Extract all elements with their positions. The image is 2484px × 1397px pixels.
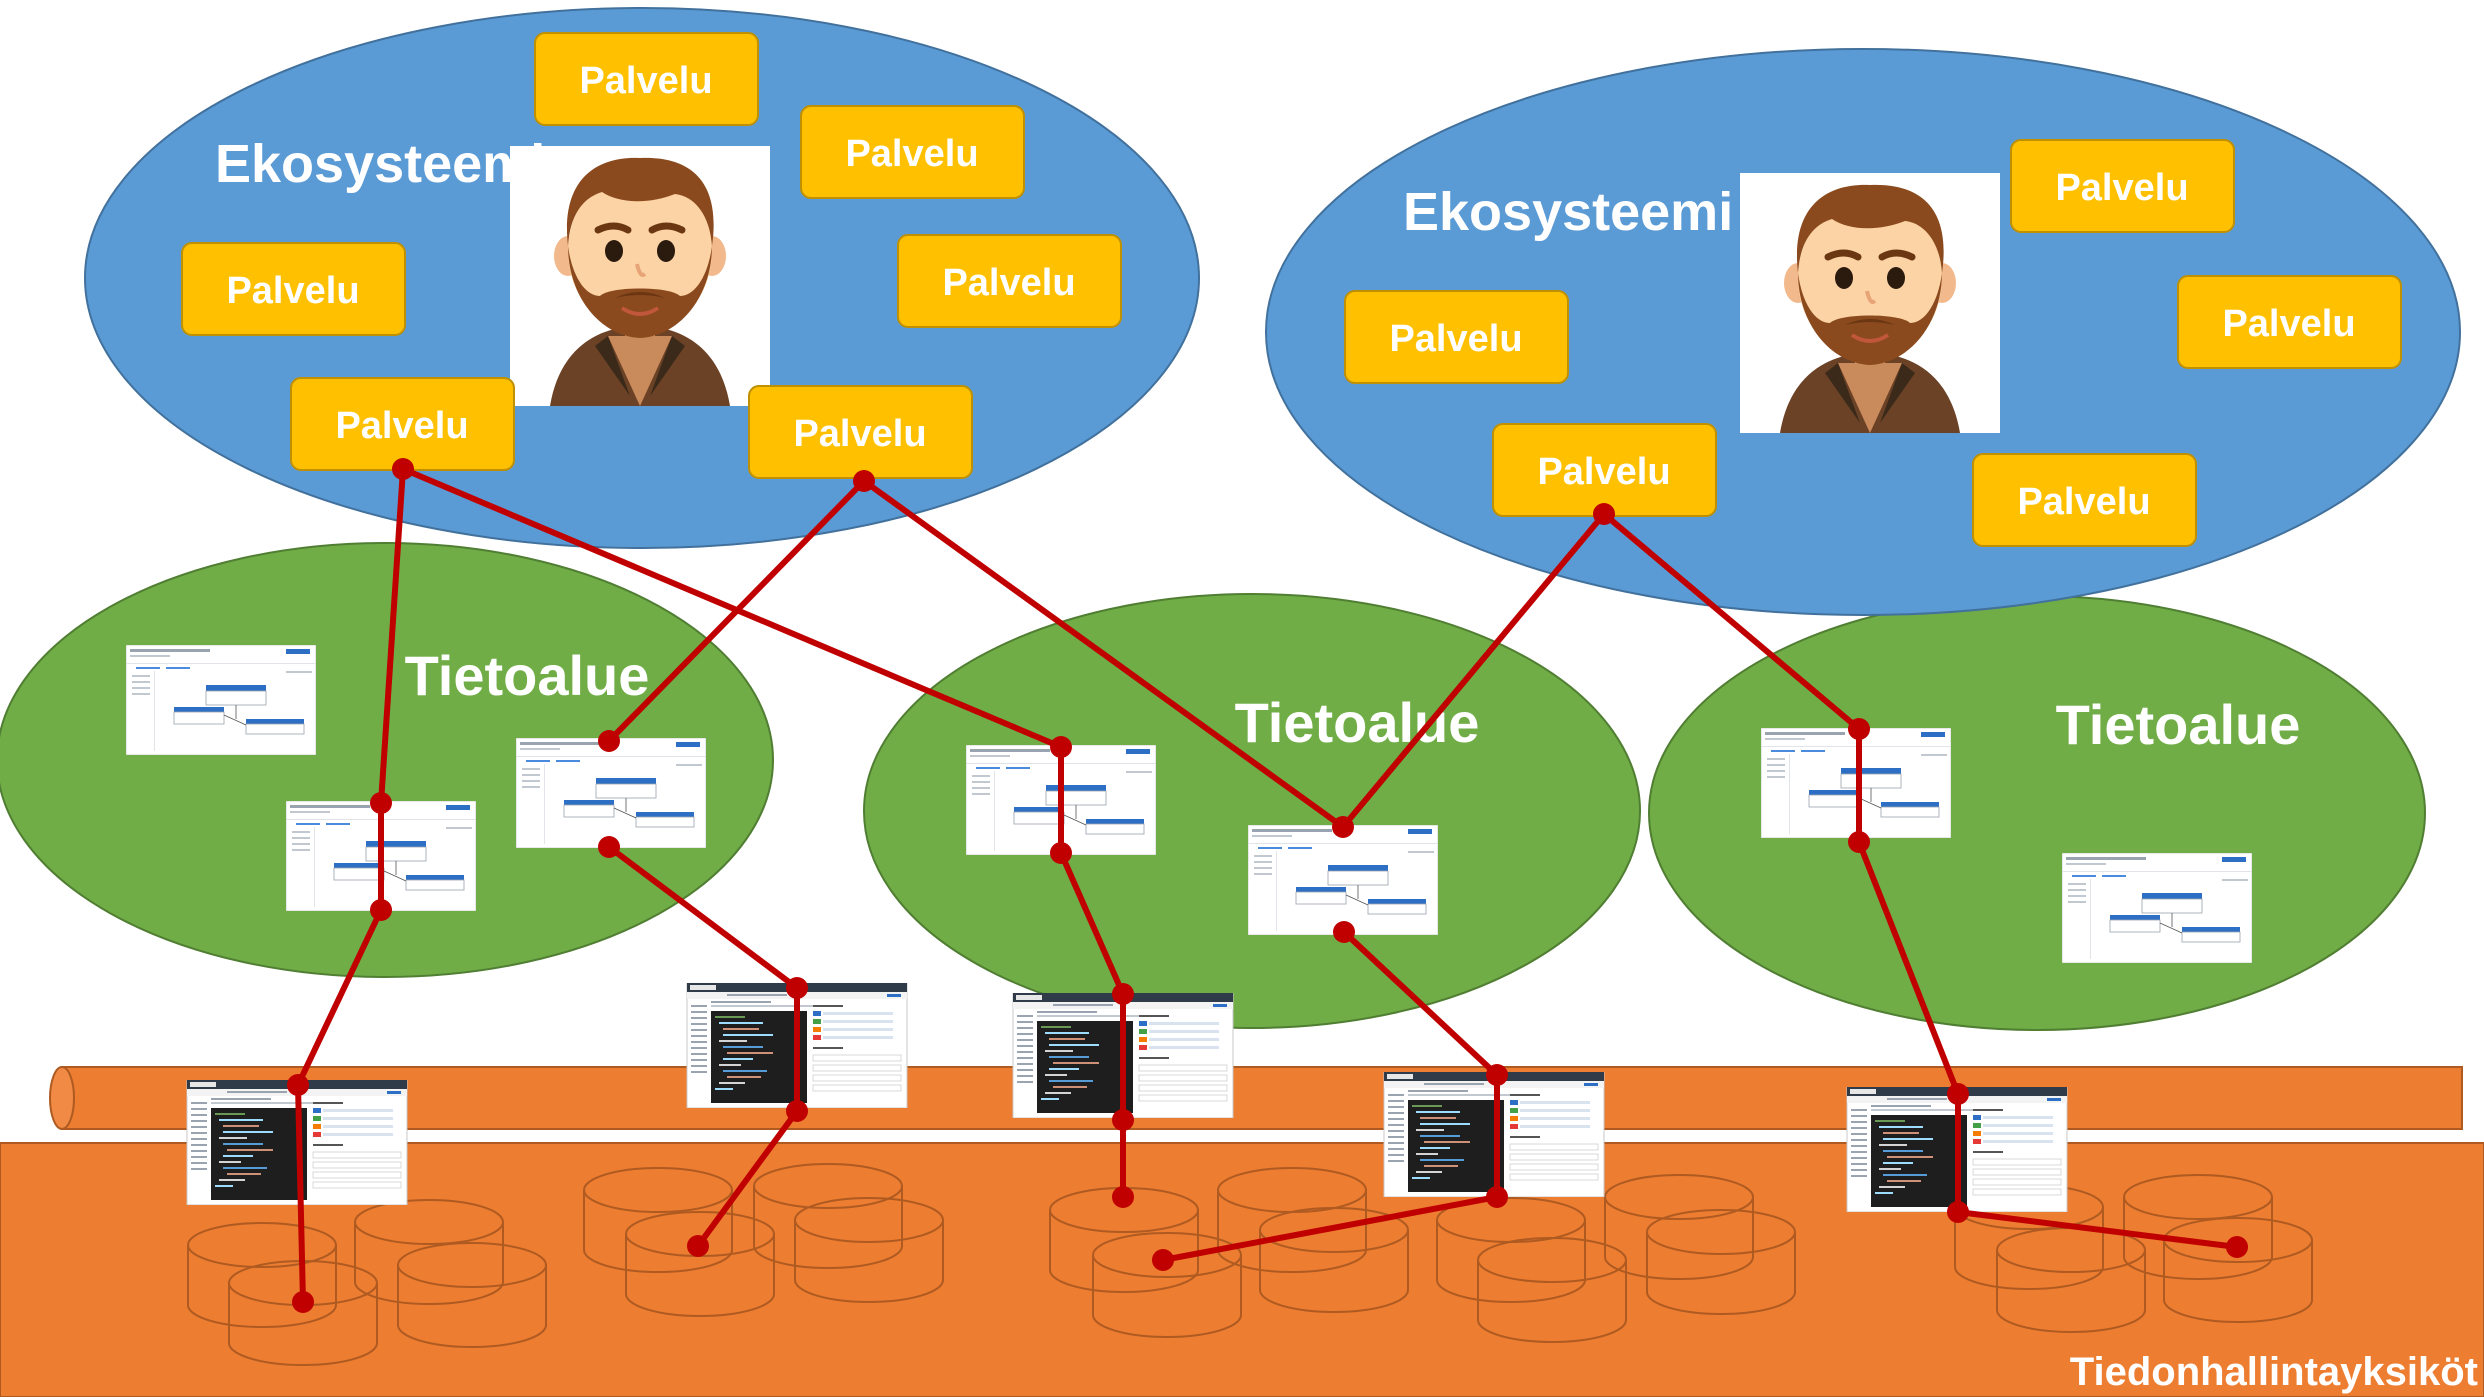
lineage-nodes bbox=[287, 458, 2248, 1313]
database-cylinder-icon bbox=[2123, 1174, 2273, 1280]
lineage-link bbox=[861, 478, 1346, 830]
database-cylinder-icon bbox=[583, 1167, 733, 1273]
service-box: Palvelu bbox=[1972, 453, 2197, 547]
domain-label-3: Tietoalue bbox=[2056, 693, 2301, 756]
link-node bbox=[1486, 1186, 1508, 1208]
database-cylinder-icon bbox=[397, 1242, 547, 1348]
domain-label-1: Tietoalue bbox=[405, 644, 650, 707]
link-node bbox=[292, 1291, 314, 1313]
link-node bbox=[370, 899, 392, 921]
foundation-layer: Tiedonhallintayksiköt bbox=[0, 1066, 2484, 1397]
lineage-link bbox=[606, 844, 800, 1249]
service-label: Palvelu bbox=[2017, 481, 2150, 523]
database-cylinders bbox=[187, 1163, 2313, 1366]
person-avatar-icon bbox=[1740, 173, 2000, 433]
link-node bbox=[1848, 718, 1870, 740]
ecosystem-layer: Ekosysteemi Ekosysteemi Palvelu Palvelu … bbox=[84, 7, 2461, 616]
lineage-link bbox=[400, 466, 1126, 1200]
foundation-label: Tiedonhallintayksiköt bbox=[2070, 1350, 2478, 1394]
lineage-link bbox=[1601, 511, 2240, 1250]
service-label: Palvelu bbox=[335, 405, 468, 447]
model-diagram-thumbnail bbox=[126, 645, 316, 755]
database-cylinder-icon bbox=[1477, 1237, 1627, 1343]
service-box: Palvelu bbox=[290, 377, 515, 471]
link-node bbox=[1593, 503, 1615, 525]
link-node bbox=[1112, 1109, 1134, 1131]
service-box: Palvelu bbox=[748, 385, 973, 479]
link-node bbox=[1050, 842, 1072, 864]
link-node bbox=[687, 1235, 709, 1257]
link-node bbox=[370, 792, 392, 814]
ecosystem-label-2: Ekosysteemi bbox=[1403, 182, 1733, 242]
service-label: Palvelu bbox=[2222, 303, 2355, 345]
database-cylinder-icon bbox=[1259, 1207, 1409, 1313]
domain-layer bbox=[0, 542, 2426, 1031]
database-cylinder-icon bbox=[1604, 1174, 1754, 1280]
service-label: Palvelu bbox=[226, 270, 359, 312]
service-label: Palvelu bbox=[942, 262, 1075, 304]
model-diagram-thumbnail bbox=[2062, 853, 2252, 963]
service-label: Palvelu bbox=[793, 413, 926, 455]
link-node bbox=[287, 1074, 309, 1096]
link-node bbox=[598, 836, 620, 858]
link-node bbox=[2226, 1236, 2248, 1258]
link-node bbox=[598, 730, 620, 752]
lineage-link bbox=[1340, 511, 1607, 830]
service-label: Palvelu bbox=[2055, 167, 2188, 209]
link-node bbox=[392, 458, 414, 480]
lineage-link bbox=[606, 478, 867, 744]
link-node bbox=[1152, 1249, 1174, 1271]
link-node bbox=[786, 977, 808, 999]
link-node bbox=[1112, 983, 1134, 1005]
foundation-pipe bbox=[49, 1066, 2463, 1130]
link-node bbox=[1947, 1083, 1969, 1105]
link-node bbox=[1486, 1064, 1508, 1086]
service-label: Palvelu bbox=[1389, 318, 1522, 360]
database-cylinder-icon bbox=[753, 1163, 903, 1269]
service-box: Palvelu bbox=[1344, 290, 1569, 384]
database-cylinder-icon bbox=[187, 1222, 337, 1328]
ecosystem-label-1: Ekosysteemi bbox=[215, 134, 545, 194]
database-cylinder-icon bbox=[354, 1199, 504, 1305]
link-node bbox=[1947, 1201, 1969, 1223]
link-node bbox=[1848, 831, 1870, 853]
service-box: Palvelu bbox=[2177, 275, 2402, 369]
link-node bbox=[1050, 736, 1072, 758]
link-node bbox=[1333, 921, 1355, 943]
model-diagram-thumbnail bbox=[516, 738, 706, 848]
database-cylinder-icon bbox=[1646, 1209, 1796, 1315]
domain-label-2: Tietoalue bbox=[1235, 691, 1480, 754]
service-box: Palvelu bbox=[181, 242, 406, 336]
service-box: Palvelu bbox=[2010, 139, 2235, 233]
service-box: Palvelu bbox=[1492, 423, 1717, 517]
service-label: Palvelu bbox=[1537, 451, 1670, 493]
model-diagram-thumbnail bbox=[1248, 825, 1438, 935]
service-box: Palvelu bbox=[897, 234, 1122, 328]
database-cylinder-icon bbox=[1092, 1232, 1242, 1338]
person-avatar-icon bbox=[510, 146, 770, 406]
service-box: Palvelu bbox=[534, 32, 759, 126]
lineage-link bbox=[1160, 929, 1500, 1263]
service-label: Palvelu bbox=[579, 60, 712, 102]
link-node bbox=[786, 1100, 808, 1122]
database-cylinder-icon bbox=[794, 1197, 944, 1303]
service-label: Palvelu bbox=[845, 133, 978, 175]
link-node bbox=[1332, 816, 1354, 838]
link-node bbox=[1112, 1186, 1134, 1208]
link-node bbox=[853, 470, 875, 492]
service-box: Palvelu bbox=[800, 105, 1025, 199]
